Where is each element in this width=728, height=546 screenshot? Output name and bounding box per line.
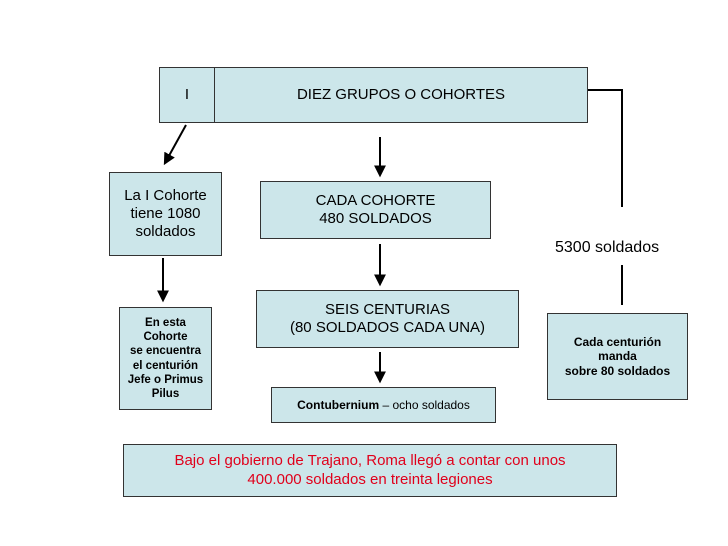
- ten-cohorts-box: DIEZ GRUPOS O COHORTES: [214, 67, 588, 123]
- contubernium-term: Contubernium: [297, 397, 380, 412]
- cohort-number-box: I: [159, 67, 215, 123]
- primus-pilus-box: En esta Cohorte se encuentra el centurió…: [119, 307, 212, 410]
- first-cohort-text: La I Cohorte tiene 1080 soldados: [124, 186, 207, 241]
- footer-note-box: Bajo el gobierno de Trajano, Roma llegó …: [123, 444, 617, 497]
- connector-right: [588, 89, 623, 207]
- footer-note-text: Bajo el gobierno de Trajano, Roma llegó …: [174, 452, 566, 488]
- ten-cohorts-title: DIEZ GRUPOS O COHORTES: [296, 85, 506, 103]
- centuries-box: SEIS CENTURIAS (80 SOLDADOS CADA UNA): [256, 290, 519, 348]
- cohort-number-label: I: [184, 85, 190, 103]
- contubernium-box: Contubernium – ocho soldados: [271, 387, 496, 423]
- contubernium-desc: – ocho soldados: [379, 397, 470, 412]
- first-cohort-box: La I Cohorte tiene 1080 soldados: [109, 172, 222, 256]
- centuries-text: SEIS CENTURIAS (80 SOLDADOS CADA UNA): [289, 300, 486, 336]
- cohort-text: CADA COHORTE 480 SOLDADOS: [315, 191, 436, 227]
- arrow-to-first-cohort: [163, 124, 187, 166]
- contubernium-text: Contubernium – ocho soldados: [297, 398, 470, 413]
- centurion-text: Cada centurión manda sobre 80 soldados: [564, 334, 671, 378]
- cohort-box: CADA COHORTE 480 SOLDADOS: [260, 181, 491, 239]
- centurion-box: Cada centurión manda sobre 80 soldados: [547, 313, 688, 400]
- primus-pilus-text: En esta Cohorte se encuentra el centurió…: [127, 317, 204, 400]
- total-soldiers-label: 5300 soldados: [555, 239, 660, 256]
